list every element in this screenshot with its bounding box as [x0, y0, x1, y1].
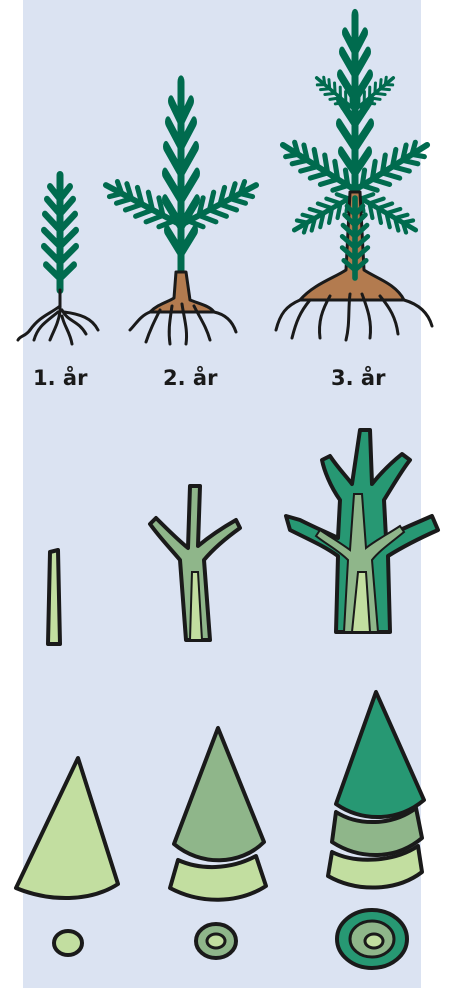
- seedling-year-3: [276, 15, 435, 340]
- label-year-1: 1. år: [33, 366, 87, 390]
- shoot-year-3: [286, 430, 438, 632]
- label-year-3: 3. år: [331, 366, 385, 390]
- ring-year-1: [54, 931, 82, 955]
- seedling-year-1: [18, 175, 98, 344]
- ring-year-2: [196, 924, 236, 958]
- cone-year-3: [328, 692, 424, 888]
- shoot-year-1: [48, 550, 60, 644]
- ring-year-3: [337, 910, 407, 968]
- cone-year-2: [170, 728, 266, 900]
- label-year-2: 2. år: [163, 366, 217, 390]
- shoot-year-2: [150, 486, 240, 640]
- seedling-year-2: [100, 82, 263, 344]
- cone-year-1: [16, 758, 118, 898]
